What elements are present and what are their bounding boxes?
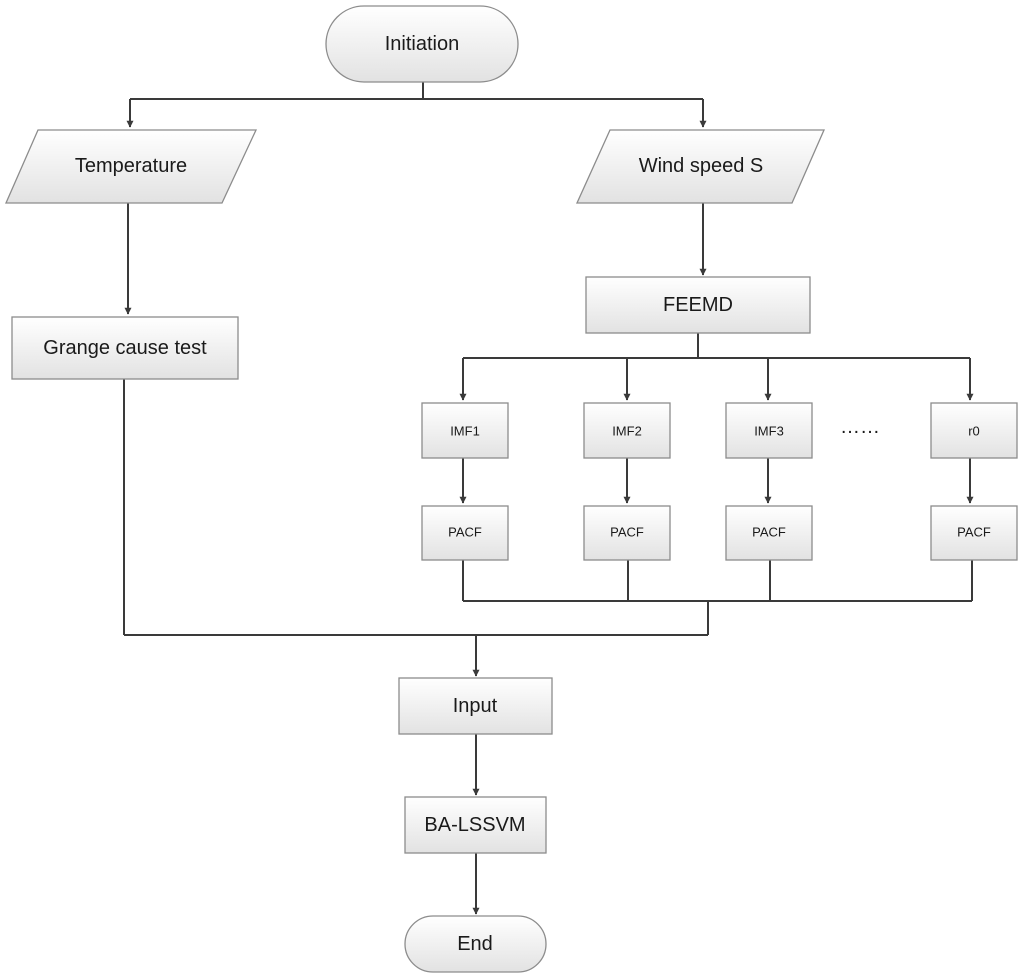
- process-shape: [421, 505, 509, 561]
- imf1-label: IMF1: [450, 424, 480, 439]
- wind-speed-label: Wind speed S: [639, 155, 764, 177]
- process-shape: [585, 276, 811, 334]
- process-shape: [398, 677, 553, 735]
- pacf-label: PACF: [610, 525, 644, 540]
- node-pacf-4: PACF: [930, 505, 1018, 561]
- process-shape: [725, 505, 813, 561]
- node-imf3: IMF3: [725, 402, 813, 459]
- process-shape: [725, 402, 813, 459]
- imf2-label: IMF2: [612, 424, 642, 439]
- temperature-label: Temperature: [75, 155, 187, 177]
- grange-label: Grange cause test: [43, 337, 207, 359]
- node-imf1: IMF1: [421, 402, 509, 459]
- pacf-label: PACF: [752, 525, 786, 540]
- end-label: End: [457, 933, 493, 955]
- pacf-label: PACF: [957, 525, 991, 540]
- process-shape: [11, 316, 239, 380]
- ellipsis-label: ……: [840, 416, 880, 438]
- process-shape: [583, 505, 671, 561]
- initiation-label: Initiation: [385, 33, 460, 55]
- terminator-shape: [404, 915, 547, 973]
- connectors: [123, 82, 974, 915]
- process-shape: [930, 402, 1018, 459]
- node-temperature: Temperature: [5, 129, 258, 204]
- node-grange-cause-test: Grange cause test: [11, 316, 239, 380]
- parallelogram-shape: [575, 129, 825, 204]
- parallelogram-shape: [5, 129, 258, 204]
- node-pacf-2: PACF: [583, 505, 671, 561]
- node-wind-speed: Wind speed S: [575, 129, 825, 204]
- process-shape: [421, 402, 509, 459]
- node-imf2: IMF2: [583, 402, 671, 459]
- node-initiation: Initiation: [325, 5, 519, 83]
- process-shape: [583, 402, 671, 459]
- ba-lssvm-label: BA-LSSVM: [424, 814, 525, 836]
- process-shape: [930, 505, 1018, 561]
- feemd-label: FEEMD: [663, 294, 733, 316]
- r0-label: r0: [968, 424, 980, 439]
- input-label: Input: [453, 695, 498, 717]
- node-end: End: [404, 915, 547, 973]
- node-ba-lssvm: BA-LSSVM: [404, 796, 547, 854]
- node-feemd: FEEMD: [585, 276, 811, 334]
- node-input: Input: [398, 677, 553, 735]
- node-pacf-3: PACF: [725, 505, 813, 561]
- process-shape: [404, 796, 547, 854]
- pacf-label: PACF: [448, 525, 482, 540]
- terminator-shape: [325, 5, 519, 83]
- imf3-label: IMF3: [754, 424, 784, 439]
- node-pacf-1: PACF: [421, 505, 509, 561]
- node-r0: r0: [930, 402, 1018, 459]
